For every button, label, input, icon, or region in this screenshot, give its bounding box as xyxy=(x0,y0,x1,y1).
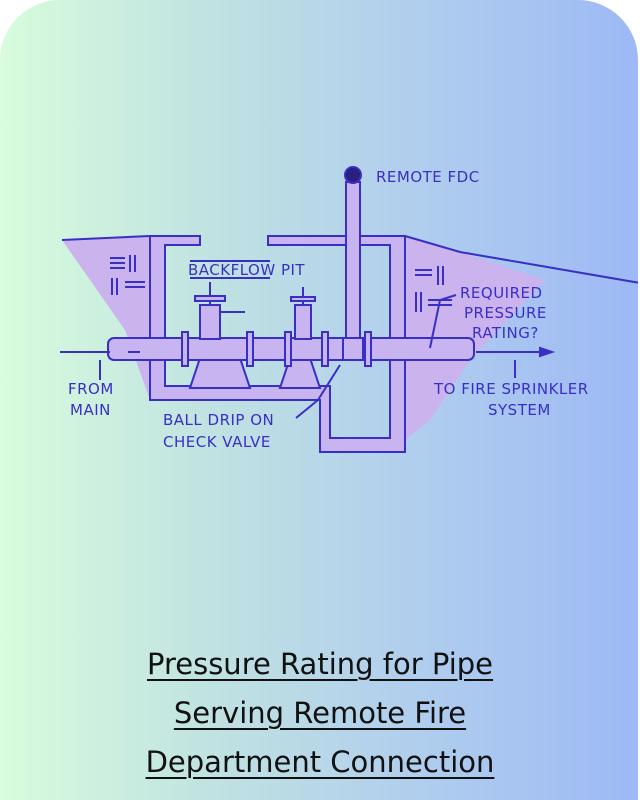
check-valve xyxy=(342,337,364,361)
flange xyxy=(181,331,189,367)
ball-drip-leader xyxy=(295,364,341,419)
handwheel-2 xyxy=(290,296,316,302)
valve-support-1 xyxy=(188,357,252,389)
pit-walls xyxy=(149,235,406,453)
flange xyxy=(284,331,292,367)
label-rating: RATING? xyxy=(472,324,539,342)
gate-valve-2 xyxy=(294,304,312,340)
page-title: Pressure Rating for Pipe Serving Remote … xyxy=(0,640,638,787)
flange xyxy=(246,331,254,367)
gate-valve-1 xyxy=(199,304,221,340)
fdc-riser xyxy=(345,181,361,341)
handwheel-1 xyxy=(194,295,226,302)
arrow-icon xyxy=(539,346,556,358)
label-to-sprinkler: TO FIRE SPRINKLER xyxy=(433,380,589,398)
label-from: FROM xyxy=(68,380,114,398)
label-required: REQUIRED xyxy=(460,284,543,302)
label-ball-drip: BALL DRIP ON xyxy=(163,411,274,429)
label-main: MAIN xyxy=(70,401,111,419)
fdc-head-icon xyxy=(344,166,362,184)
label-backflow-pit: BACKFLOW PIT xyxy=(188,261,305,279)
label-check-valve: CHECK VALVE xyxy=(163,433,271,451)
title-line-2: Serving Remote Fire xyxy=(173,696,467,730)
label-remote-fdc: REMOTE FDC xyxy=(376,168,480,186)
title-line-1: Pressure Rating for Pipe xyxy=(146,647,494,681)
flange xyxy=(364,331,372,367)
soil-left xyxy=(62,236,150,400)
soil-right xyxy=(405,236,545,440)
title-line-3: Department Connection xyxy=(145,745,495,779)
label-system: SYSTEM xyxy=(488,401,551,419)
hatch-left xyxy=(110,255,145,295)
flange xyxy=(321,331,329,367)
label-pressure: PRESSURE xyxy=(464,304,547,322)
ground-line xyxy=(61,235,638,284)
hatch-right xyxy=(415,266,452,312)
